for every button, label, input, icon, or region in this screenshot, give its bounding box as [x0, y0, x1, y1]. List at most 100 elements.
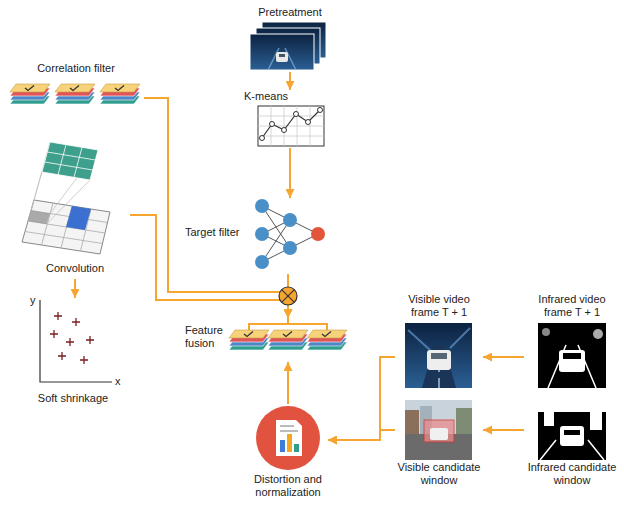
drawing-part	[50, 312, 94, 364]
node-label: K-means	[244, 90, 314, 103]
icon-node: Distortion and normalization	[248, 404, 328, 504]
drawing-part	[540, 440, 604, 460]
flow-arrow	[74, 279, 76, 298]
drawing-part	[287, 434, 292, 452]
drawing-part	[258, 106, 324, 146]
drawing-part	[25, 203, 108, 251]
drawing-part	[250, 34, 314, 70]
drawing-part	[538, 323, 606, 388]
drawing-part	[260, 136, 265, 141]
drawing-part	[255, 255, 269, 269]
icon-node: Pretreatment	[244, 6, 336, 72]
pretreatment-frames	[250, 22, 326, 70]
icon-node: Correlation filter	[8, 62, 144, 112]
icon-node: K-means	[240, 90, 332, 148]
drawing-part	[262, 206, 318, 262]
node-label: Soft shrinkage	[18, 392, 128, 405]
feature-fusion-icon	[229, 318, 347, 350]
visible-video-image	[405, 323, 472, 388]
drawing-part	[542, 328, 550, 336]
node-label: Feature fusion	[185, 324, 227, 350]
convolution-icon	[22, 142, 110, 254]
node-label: Visible video frame T + 1	[395, 293, 483, 319]
drawing-part	[262, 110, 320, 138]
node-label: Visible candidate window	[395, 461, 483, 487]
icon-node: Convolution	[20, 138, 130, 279]
drawing-part	[280, 425, 294, 427]
target-filter-network	[255, 199, 325, 269]
drawing-part	[283, 213, 297, 227]
drawing-part	[593, 329, 603, 339]
drawing-part	[424, 420, 454, 442]
icon-node: Target filter	[185, 198, 327, 274]
drawing-part	[10, 84, 50, 104]
node-label: Convolution	[20, 262, 130, 275]
flow-arrow	[483, 429, 524, 431]
node-label: Infrared candidate window	[524, 461, 620, 487]
drawing-part	[318, 108, 323, 113]
flow-arrow	[144, 98, 288, 318]
drawing-part	[430, 428, 448, 440]
node-label: Pretreatment	[244, 6, 336, 19]
drawing-part	[294, 444, 299, 452]
drawing-part	[255, 227, 269, 241]
drawing-part	[563, 353, 581, 359]
drawing-part	[456, 408, 472, 434]
node-label: Distortion and normalization	[248, 473, 328, 499]
drawing-part	[279, 287, 297, 305]
drawing-part	[538, 400, 606, 460]
flow-arrow	[289, 148, 291, 198]
kmeans-chart	[258, 106, 324, 146]
drawing-part	[282, 290, 295, 303]
drawing-part	[544, 412, 554, 426]
drawing-part	[100, 84, 140, 104]
drawing-part	[28, 211, 50, 225]
drawing-part	[405, 410, 419, 434]
drawing-part	[431, 353, 447, 359]
drawing-part	[250, 34, 314, 70]
drawing-part	[28, 142, 98, 224]
visible-candidate-image	[405, 400, 472, 460]
drawing-part	[559, 350, 585, 372]
drawing-part	[276, 52, 288, 62]
drawing-part	[307, 330, 347, 350]
axis-label: x	[115, 375, 121, 388]
drawing-part	[40, 300, 112, 382]
drawing-part	[311, 227, 325, 241]
drawing-part	[427, 350, 451, 370]
node-label: Infrared video frame T + 1	[524, 293, 620, 319]
drawing-part	[408, 328, 470, 350]
drawing-part	[279, 54, 285, 57]
axis-label: y	[30, 294, 36, 307]
drawing-part	[405, 400, 472, 460]
flow-arrow	[483, 356, 524, 358]
drawing-part	[249, 318, 327, 330]
drawing-part	[306, 120, 311, 125]
icon-node: Soft shrinkage	[18, 298, 128, 410]
drawing-part	[270, 122, 275, 127]
drawing-part	[256, 406, 320, 470]
drawing-part	[590, 412, 602, 430]
flow-arrow	[328, 430, 395, 440]
drawing-part	[55, 84, 95, 104]
drawing-part	[548, 345, 596, 388]
drawing-part	[405, 323, 472, 388]
drawing-part	[66, 206, 91, 230]
icon-node: Infrared video frame T + 1	[524, 293, 620, 390]
drawing-part	[422, 345, 456, 388]
drawing-part	[268, 330, 308, 350]
drawing-part	[280, 440, 285, 452]
flow-arrow	[328, 357, 395, 440]
axis-label-holder: y	[30, 294, 36, 307]
drawing-part	[255, 199, 269, 213]
axis-label-holder: x	[115, 375, 121, 388]
soft-shrinkage-plot	[40, 300, 112, 382]
drawing-part	[560, 426, 584, 446]
correlation-filter-icon	[10, 84, 140, 104]
drawing-part	[258, 106, 324, 146]
icon-node: Visible video frame T + 1	[395, 293, 483, 390]
icon-node: Visible candidate window	[395, 398, 483, 492]
